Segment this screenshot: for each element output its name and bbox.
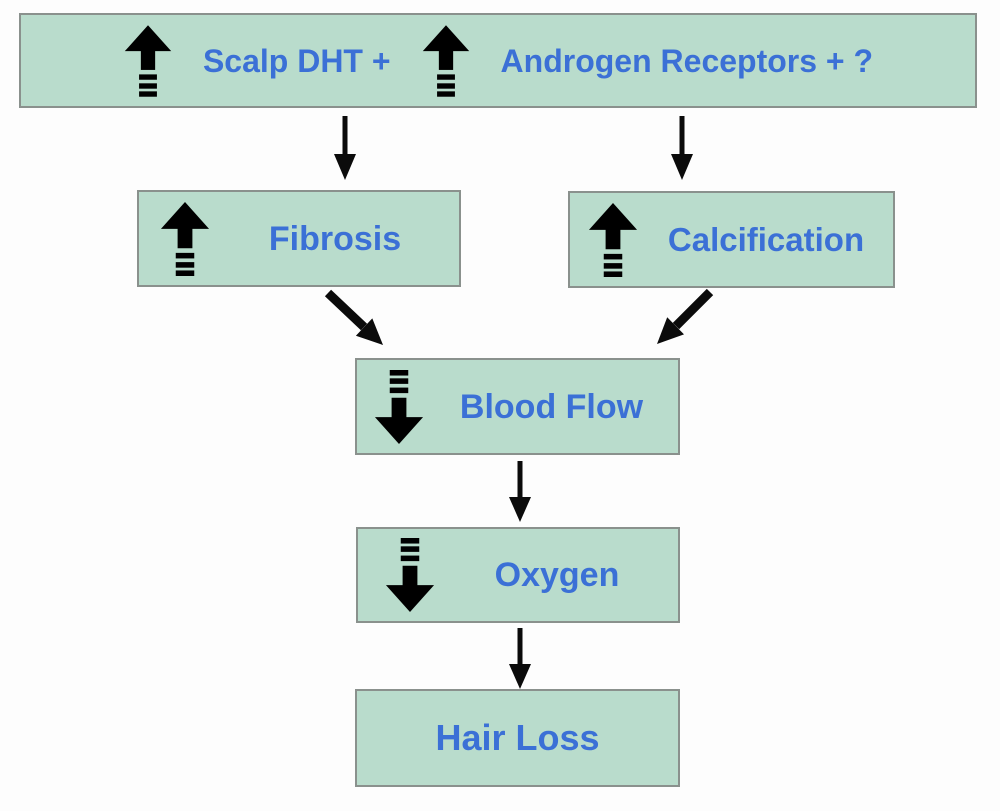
blood-flow-label: Blood Flow: [459, 387, 644, 426]
hair-loss-label: Hair Loss: [435, 717, 600, 758]
oxygen-label: Oxygen: [494, 556, 620, 594]
fibrosis-label: Fibrosis: [268, 219, 402, 258]
scalp-dht-label: Scalp DHT +: [202, 42, 391, 79]
calcification-label: Calcification: [667, 221, 865, 258]
increase-arrow-icon: [160, 201, 210, 276]
androgen-receptors-label: Androgen Receptors + ?: [500, 42, 874, 79]
node-fibrosis: Fibrosis: [137, 190, 461, 287]
node-calcification: Calcification: [568, 191, 895, 288]
node-scalp-dht-androgen-receptors: Scalp DHT + Androgen Receptors + ?: [19, 13, 977, 108]
flow-arrow-top-to-fibrosis: [334, 116, 356, 180]
node-hair-loss: Hair Loss: [355, 689, 680, 787]
increase-arrow-icon: [422, 24, 469, 97]
decrease-arrow-icon: [374, 369, 424, 444]
decrease-arrow-icon: [385, 538, 435, 612]
flow-arrow-blood-flow-to-oxygen: [509, 461, 531, 522]
flow-arrow-top-to-calcification: [671, 116, 693, 180]
flow-arrow-oxygen-to-hair-loss: [509, 628, 531, 689]
node-blood-flow: Blood Flow: [355, 358, 680, 455]
flow-arrow-fibrosis-to-blood-flow: [324, 289, 383, 345]
increase-arrow-icon: [124, 24, 172, 97]
node-oxygen: Oxygen: [356, 527, 680, 623]
flow-arrow-calcification-to-blood-flow: [657, 288, 714, 344]
increase-arrow-icon: [588, 202, 638, 277]
